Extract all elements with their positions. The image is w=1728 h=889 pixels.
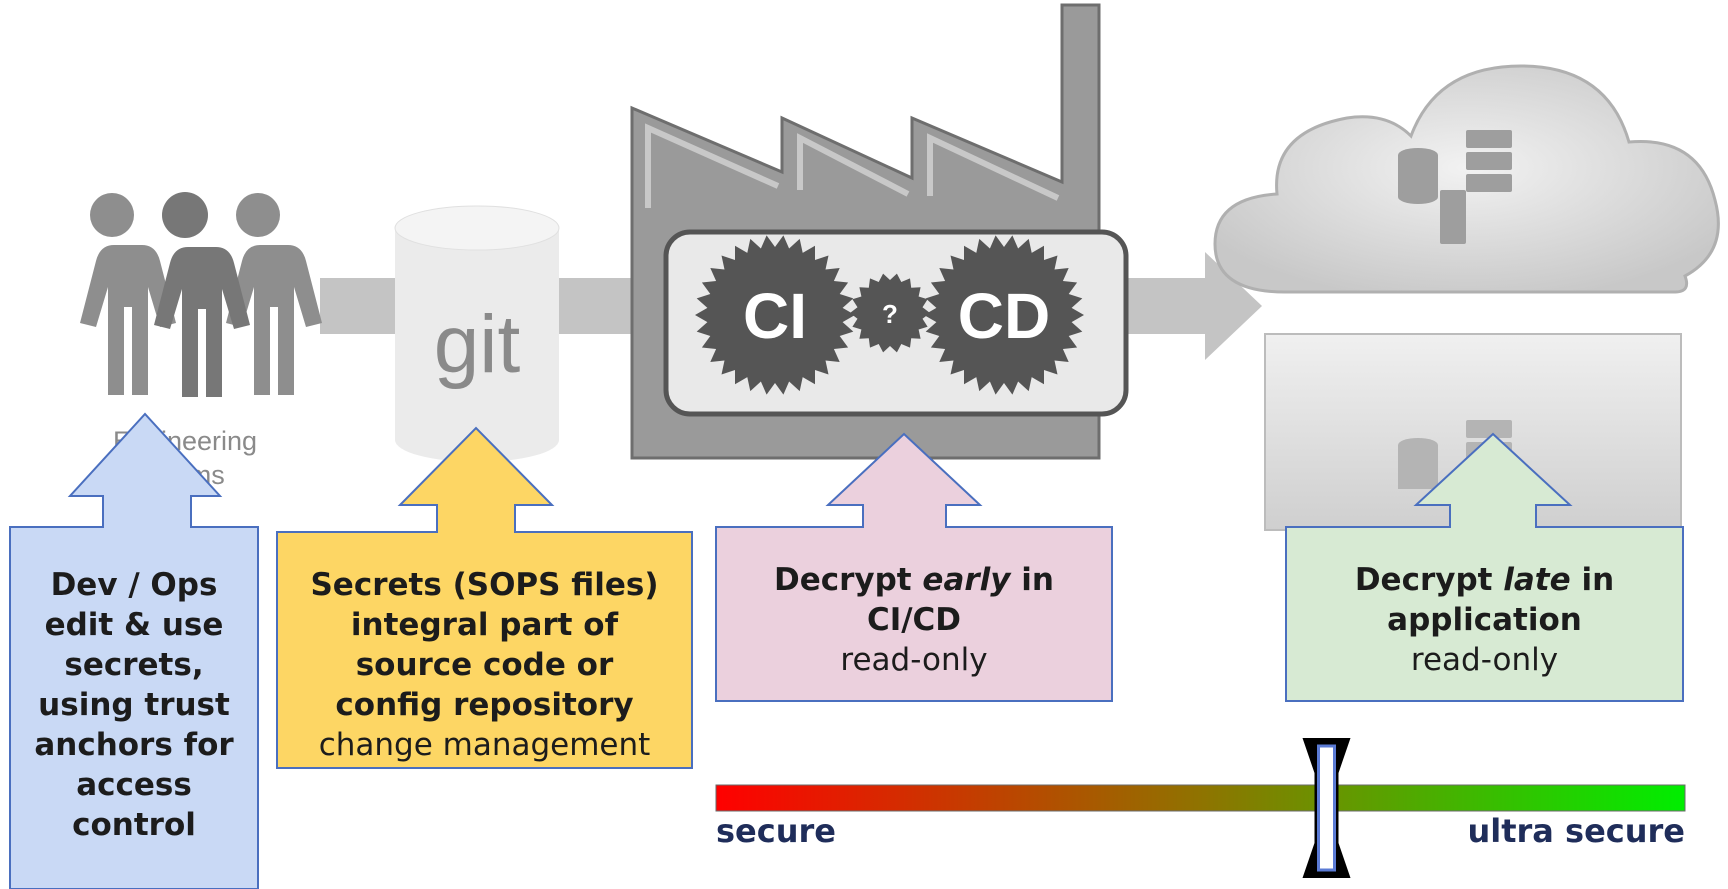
ci-gear-icon bbox=[695, 235, 855, 395]
secrets-line1: Secrets (SOPS files) bbox=[310, 567, 659, 603]
secrets-line4: config repository bbox=[335, 687, 634, 723]
unknown-gear-icon bbox=[850, 273, 930, 353]
secrets-subtext: change management bbox=[318, 727, 651, 763]
devops-line7: control bbox=[72, 807, 196, 843]
early-callout-shape bbox=[715, 432, 1113, 702]
late-callout-text: Decrypt late in application read-only bbox=[1286, 560, 1683, 680]
late-callout-shape bbox=[1285, 432, 1684, 702]
devops-callout-shape bbox=[9, 412, 259, 889]
early-line2: CI/CD bbox=[866, 602, 962, 638]
devops-line2: edit & use bbox=[44, 607, 224, 643]
late-line1a: Decrypt bbox=[1354, 562, 1504, 598]
early-subtext: read-only bbox=[840, 642, 988, 678]
early-callout-text: Decrypt early in CI/CD read-only bbox=[716, 560, 1112, 680]
early-line1-emphasis: early bbox=[922, 562, 1011, 598]
secrets-callout-shape bbox=[276, 426, 693, 769]
late-line1-emphasis: late bbox=[1503, 562, 1571, 598]
git-label: git bbox=[434, 299, 521, 390]
cd-label: CD bbox=[958, 280, 1050, 352]
devops-line6: access bbox=[76, 767, 192, 803]
devops-line3: secrets, bbox=[64, 647, 204, 683]
cloud-icon bbox=[1213, 64, 1720, 294]
early-line1c: in bbox=[1010, 562, 1054, 598]
late-line2: application bbox=[1387, 602, 1582, 638]
secrets-line2: integral part of bbox=[350, 607, 619, 643]
factory-icon bbox=[630, 3, 1129, 460]
engineering-teams-icon bbox=[80, 192, 322, 397]
scale-left-label: secure bbox=[716, 812, 836, 850]
late-line1c: in bbox=[1570, 562, 1615, 598]
devops-line4: using trust bbox=[38, 687, 230, 723]
pipeline-arrowhead bbox=[1205, 252, 1262, 360]
devops-callout bbox=[0, 0, 100, 540]
devops-line5: anchors for bbox=[34, 727, 234, 763]
devops-line1: Dev / Ops bbox=[50, 567, 218, 603]
cd-gear-icon bbox=[924, 235, 1084, 395]
unknown-label: ? bbox=[882, 299, 898, 329]
security-scale-bar bbox=[715, 784, 1686, 812]
ci-label: CI bbox=[743, 280, 807, 352]
secrets-callout-text: Secrets (SOPS files) integral part of so… bbox=[277, 565, 692, 765]
scale-right-label: ultra secure bbox=[1467, 812, 1685, 850]
git-repository-icon bbox=[394, 205, 560, 462]
early-line1a: Decrypt bbox=[773, 562, 923, 598]
secrets-line3: source code or bbox=[355, 647, 614, 683]
security-scale-marker bbox=[1302, 738, 1351, 878]
late-subtext: read-only bbox=[1410, 642, 1559, 678]
devops-callout-text: Dev / Ops edit & use secrets, using trus… bbox=[10, 565, 258, 845]
